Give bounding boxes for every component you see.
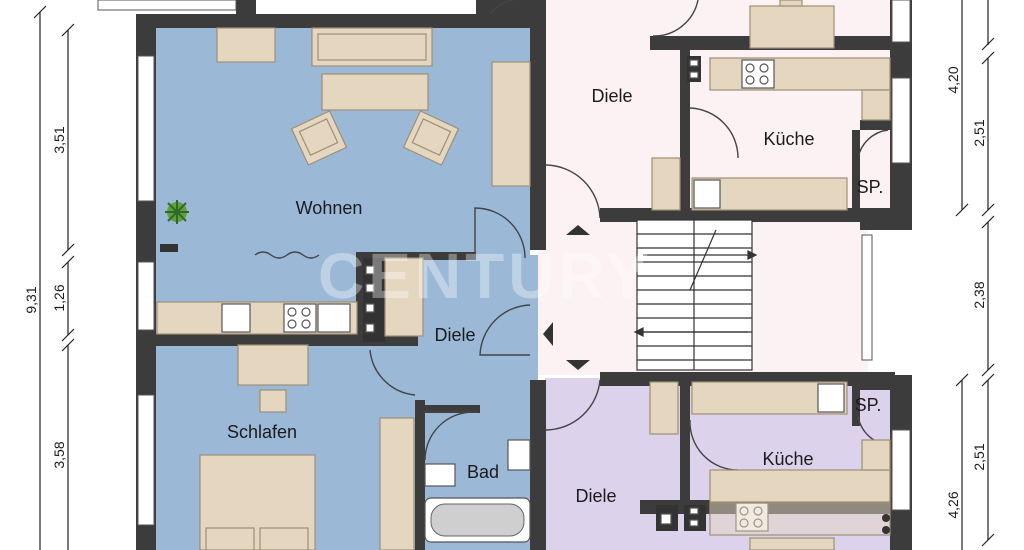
staircase [633, 219, 758, 371]
plant-icon [165, 200, 189, 224]
sink-top-icon [693, 179, 721, 209]
door-entrance-left [479, 304, 531, 356]
toilet-icon [507, 439, 531, 471]
room-label-sp-bottom: SP. [855, 395, 882, 415]
room-label-sp-top: SP. [857, 177, 884, 197]
room-label-kueche-top: Küche [763, 129, 814, 149]
dimension-lines-left [33, 5, 75, 550]
window-wohnen [137, 55, 155, 202]
dim-left-bottom: 3,58 [51, 441, 67, 468]
chair [259, 389, 287, 413]
kitchen-counter-bottom [709, 469, 891, 503]
washbasin-icon [424, 463, 456, 487]
room-label-kueche-bottom: Küche [762, 449, 813, 469]
cabinet-bottom-right [649, 381, 679, 435]
window-schlafen [137, 394, 155, 526]
coffee-table [321, 73, 429, 111]
room-label-diele-left: Diele [434, 325, 475, 345]
curtain-line [254, 251, 320, 259]
arrow-left-icon [543, 322, 553, 346]
dim-right-bottom: 4,26 [945, 491, 961, 518]
room-label-diele-top-right: Diele [591, 86, 632, 106]
door-schlafen [369, 349, 416, 396]
socket-icon [160, 244, 178, 252]
window-stair [861, 234, 873, 361]
dim-right-middle: 2,38 [971, 281, 987, 308]
dim-right-top-inner: 2,51 [971, 119, 987, 146]
wardrobe-diele [384, 257, 424, 337]
window-kueche-bottom [891, 429, 911, 511]
door-wohnen-diele [474, 207, 526, 259]
dim-right-top: 4,20 [945, 66, 961, 93]
wall-cabinet [491, 61, 531, 187]
room-label-bad: Bad [467, 462, 499, 482]
room-label-diele-bottom-right: Diele [575, 486, 616, 506]
stove-icon [283, 303, 317, 333]
window-top-right [891, 0, 911, 43]
table-top-right [749, 5, 835, 49]
watermark-logo: CENTURY [318, 240, 653, 312]
cabinet-top-right [651, 157, 681, 211]
room-label-wohnen: Wohnen [296, 198, 363, 218]
sideboard [216, 27, 276, 63]
room-label-schlafen: Schlafen [227, 422, 297, 442]
window-kueche-top [891, 77, 911, 164]
kitchen-counter-top [709, 57, 891, 91]
sink-bottom-icon [817, 383, 845, 413]
dim-left-total: 9,31 [23, 286, 39, 313]
wardrobe-schlafen [379, 417, 415, 550]
window-wohnen-lower [137, 261, 155, 331]
dim-left-middle: 1,26 [51, 284, 67, 311]
stove-top-icon [741, 59, 775, 89]
desk [237, 344, 309, 386]
dimension-lines-right [955, 0, 995, 550]
sink-icon [221, 303, 251, 333]
dim-right-bottom-inner: 2,51 [971, 443, 987, 470]
dim-left-top: 3,51 [51, 126, 67, 153]
arrow-up-icon [566, 225, 590, 235]
arrow-down-icon [566, 360, 590, 370]
door-diele-bad [423, 411, 478, 461]
